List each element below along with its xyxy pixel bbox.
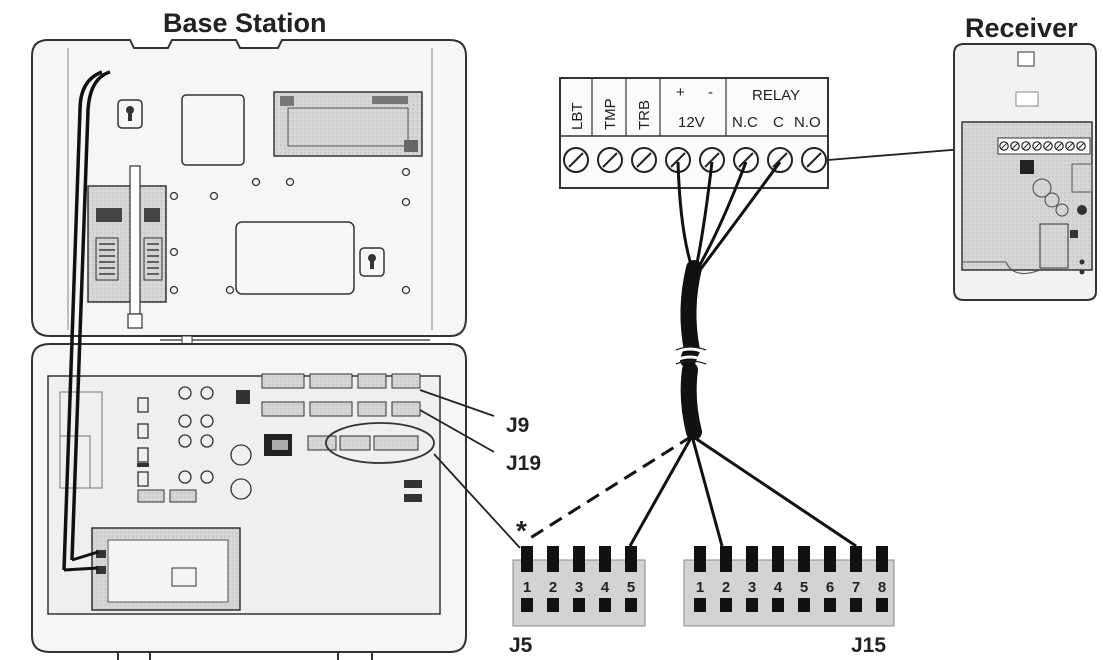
j15-pin-label-7: 7 [852, 579, 860, 596]
j15-pin-8: 8 [876, 546, 888, 612]
j15-pin-label-8: 8 [878, 579, 886, 596]
j5-pin-label-5: 5 [627, 579, 635, 596]
receiver-screw-2 [1010, 141, 1020, 151]
terminal-screw-8 [801, 147, 827, 173]
terminal-screw-1 [563, 147, 589, 173]
mount-keyhole-icon [117, 99, 143, 129]
cable-bundle [526, 161, 857, 548]
receiver-title: Receiver [965, 13, 1078, 43]
plus-label: + [676, 84, 685, 101]
receiver-screw-6 [1054, 141, 1064, 151]
j15-pin-4: 4 [772, 546, 784, 612]
asterisk-marker: * [516, 515, 527, 546]
terminal-screw-4 [665, 147, 691, 173]
mount-keyhole-icon-2 [359, 247, 385, 277]
receiver-device [953, 43, 1097, 301]
receiver-screw-5 [1043, 141, 1053, 151]
j5-j15-highlight [325, 422, 435, 464]
receiver-screw-8 [1076, 141, 1086, 151]
j5-pin-5: 5 [625, 546, 637, 612]
pcb-header-blocks [137, 373, 422, 503]
j5-pin-label-2: 2 [549, 579, 557, 596]
lid-screw-holes [169, 167, 411, 295]
j15-label: J15 [851, 634, 886, 657]
terminal-screw-6 [733, 147, 759, 173]
j19-label: J19 [506, 452, 541, 475]
j15-pin-2: 2 [720, 546, 732, 612]
j15-pin-1: 1 [694, 546, 706, 612]
tmp-label: TMP [602, 98, 619, 130]
j15-pin-label-2: 2 [722, 579, 730, 596]
j5-pin-3: 3 [573, 546, 585, 612]
nc-label: N.C [732, 114, 758, 131]
terminal-screws [563, 147, 827, 173]
j5-pin-label-4: 4 [601, 579, 610, 596]
trb-label: TRB [636, 100, 653, 130]
j15-pin-7: 7 [850, 546, 862, 612]
terminal-screw-2 [597, 147, 623, 173]
receiver-screw-3 [1021, 141, 1031, 151]
j15-pin-label-6: 6 [826, 579, 834, 596]
terminal-block: LBT TMP TRB + - 12V RELAY N.C C N.O [559, 77, 829, 189]
j5-pin-4: 4 [599, 546, 611, 612]
base-station-lid [31, 39, 467, 345]
receiver-screw-1 [999, 141, 1009, 151]
lbt-label: LBT [569, 102, 586, 130]
j15-pin-label-5: 5 [800, 579, 808, 596]
receiver-terminal-screws [999, 141, 1086, 151]
j15-pin-label-1: 1 [696, 579, 704, 596]
no-label: N.O [794, 114, 821, 131]
j15-pin-label-4: 4 [774, 579, 783, 596]
j5-pin-label-3: 3 [575, 579, 583, 596]
j15-pin-5: 5 [798, 546, 810, 612]
j9-label: J9 [506, 414, 529, 437]
j5-pin-1: 1 [521, 546, 533, 612]
terminal-screw-3 [631, 147, 657, 173]
j5-label: J5 [509, 634, 533, 657]
c-label: C [773, 114, 784, 131]
receiver-screw-4 [1032, 141, 1042, 151]
j15-pin-6: 6 [824, 546, 836, 612]
j15-pin-label-3: 3 [748, 579, 756, 596]
j5-pin-2: 2 [547, 546, 559, 612]
j15-pin-3: 3 [746, 546, 758, 612]
base-station-title: Base Station [163, 8, 327, 38]
relay-label: RELAY [752, 87, 800, 104]
terminal-screw-7 [767, 147, 793, 173]
receiver-screw-7 [1065, 141, 1075, 151]
minus-label: - [708, 84, 713, 101]
12v-label: 12V [678, 114, 705, 131]
j5-pin-label-1: 1 [523, 579, 531, 596]
base-station-base [31, 343, 467, 660]
